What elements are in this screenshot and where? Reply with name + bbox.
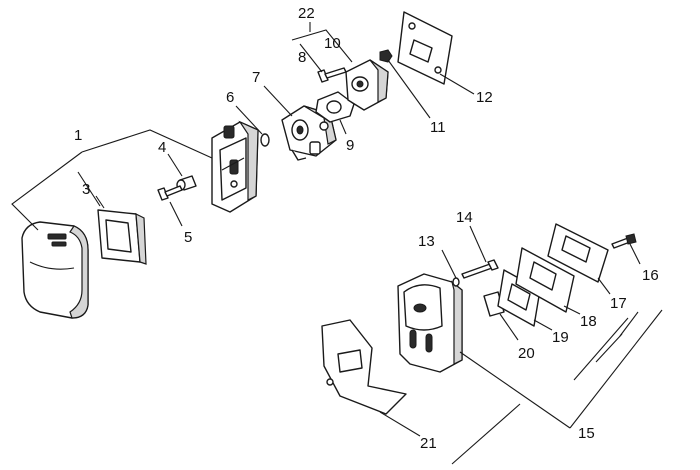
air-filter-element [97,209,147,265]
callout-17: 17 [610,295,627,312]
muffler [397,273,463,373]
nut [379,49,393,63]
bolt-8 [317,67,347,83]
callout-11: 11 [430,119,446,136]
callout-labels: 1 3 4 5 6 7 8 9 10 11 12 13 14 15 16 17 … [74,5,659,452]
callout-16: 16 [642,267,659,284]
insulator [345,59,389,111]
callout-21: 21 [420,435,437,452]
callout-10: 10 [324,35,341,52]
callout-6: 6 [226,89,234,106]
carburetor [281,105,337,161]
callout-20: 20 [518,345,535,362]
leader-lines [11,22,663,465]
o-ring [260,133,270,147]
callout-19: 19 [552,329,569,346]
gasket-17 [547,223,609,283]
callout-18: 18 [580,313,597,330]
plate-18 [515,247,575,313]
air-cleaner-base [211,120,259,213]
callout-14: 14 [456,209,473,226]
heat-shield [321,319,407,415]
washer-13 [452,277,460,287]
callout-8: 8 [298,49,306,66]
air-cleaner-cover [21,221,89,319]
callout-13: 13 [418,233,435,250]
callout-7: 7 [252,69,260,86]
callout-9: 9 [346,137,354,154]
bolt-14 [461,259,499,279]
gasket-9 [315,91,355,123]
callout-22: 22 [298,5,315,22]
callout-5: 5 [184,229,192,246]
callout-4: 4 [158,139,166,156]
bolt-5 [157,185,183,201]
callout-1: 1 [74,127,82,144]
callout-3: 3 [82,181,90,198]
bolt-16 [611,233,637,249]
callout-12: 12 [476,89,493,106]
collar [176,175,197,191]
gasket-12 [397,11,453,85]
callout-15: 15 [578,425,595,442]
